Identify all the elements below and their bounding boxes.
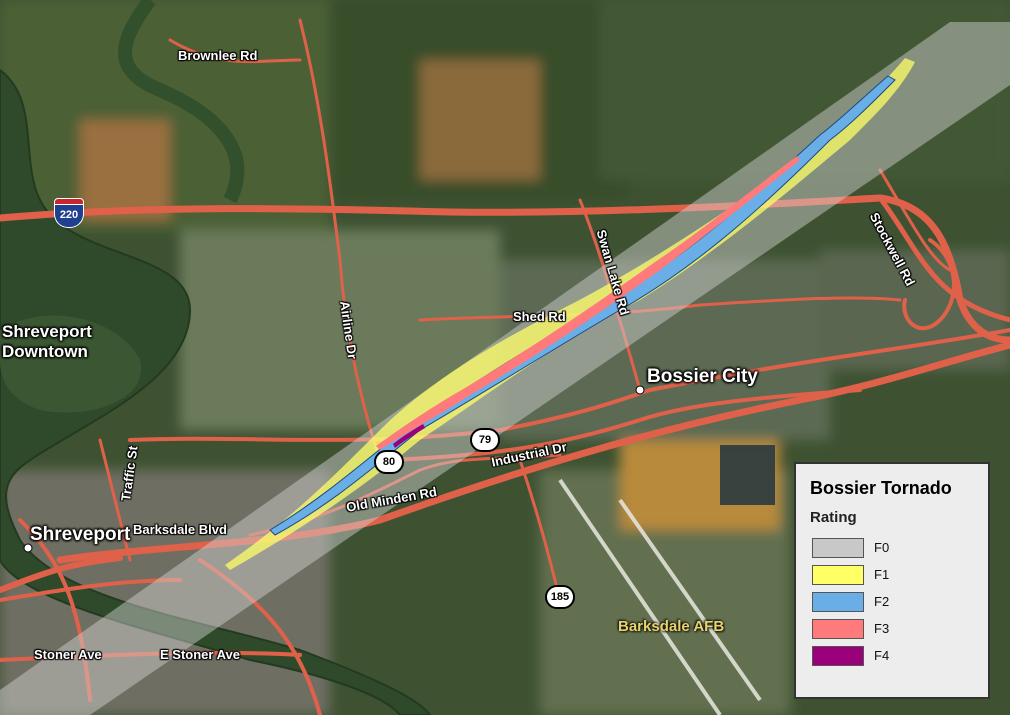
place-label-shreveport: Shreveport bbox=[30, 524, 131, 545]
i-20-west bbox=[0, 555, 123, 593]
legend-item-f1: F1 bbox=[812, 561, 988, 588]
legend-item-f3: F3 bbox=[812, 615, 988, 642]
legend-label-f4: F4 bbox=[874, 648, 890, 663]
la-185-shield: 185 bbox=[545, 585, 575, 609]
downtown-line-2: Downtown bbox=[2, 342, 88, 361]
shreveport-grid-b bbox=[0, 578, 182, 602]
legend-label-f0: F0 bbox=[874, 540, 890, 555]
swath-f3 bbox=[376, 156, 800, 450]
roads bbox=[0, 18, 1010, 715]
legend-label-f3: F3 bbox=[874, 621, 890, 636]
road-label-shed: Shed Rd bbox=[513, 309, 566, 324]
legend-swatch-f0 bbox=[812, 537, 864, 558]
map-legend: Bossier Tornado Rating F0 F1 F2 F3 F4 bbox=[794, 462, 990, 699]
place-label-barksdale-afb: Barksdale AFB bbox=[618, 618, 725, 635]
damage-swath bbox=[225, 58, 915, 570]
interchange-loop bbox=[902, 238, 956, 331]
place-label-shreveport-downtown: Shreveport Downtown bbox=[2, 322, 92, 362]
interstate-220-shield: 220 bbox=[54, 198, 84, 228]
place-label-bossier-city: Bossier City bbox=[647, 366, 758, 387]
legend-item-f2: F2 bbox=[812, 588, 988, 615]
river-bank bbox=[118, 0, 245, 204]
legend-label-f1: F1 bbox=[874, 567, 890, 582]
road-label-brownlee: Brownlee Rd bbox=[178, 48, 258, 63]
legend-swatch-f1 bbox=[812, 564, 864, 585]
us-79-shield: 79 bbox=[470, 428, 500, 452]
stockwell-rd bbox=[878, 168, 952, 272]
downtown-line-1: Shreveport bbox=[2, 322, 92, 341]
road-label-stoner: Stoner Ave bbox=[34, 647, 102, 662]
legend-items: F0 F1 F2 F3 F4 bbox=[810, 534, 988, 669]
legend-label-f2: F2 bbox=[874, 594, 890, 609]
interstate-220-b bbox=[877, 195, 1010, 323]
shed-rd bbox=[418, 296, 902, 322]
traffic-st bbox=[98, 438, 132, 562]
airline-dr bbox=[298, 18, 382, 462]
swath-f4 bbox=[393, 424, 425, 448]
shreveport-marker bbox=[23, 543, 33, 553]
barksdale-runway bbox=[558, 478, 762, 715]
legend-item-f4: F4 bbox=[812, 642, 988, 669]
legend-swatch-f4 bbox=[812, 645, 864, 666]
bossier-city-marker bbox=[635, 385, 645, 395]
us-80-shield: 80 bbox=[374, 450, 404, 474]
brownlee-rd bbox=[168, 38, 302, 64]
stoner-ave bbox=[0, 650, 302, 662]
road-label-e-stoner: E Stoner Ave bbox=[160, 647, 240, 662]
us-79 bbox=[128, 328, 1010, 442]
legend-item-f0: F0 bbox=[812, 534, 988, 561]
legend-title: Bossier Tornado bbox=[810, 478, 952, 498]
legend-subtitle: Rating bbox=[810, 509, 857, 526]
legend-swatch-f3 bbox=[812, 618, 864, 639]
interstate-20 bbox=[56, 341, 1010, 564]
south-road bbox=[198, 558, 322, 715]
legend-swatch-f2 bbox=[812, 591, 864, 612]
industrial-dr bbox=[388, 388, 862, 462]
road-label-barksdale-blvd: Barksdale Blvd bbox=[133, 522, 227, 537]
